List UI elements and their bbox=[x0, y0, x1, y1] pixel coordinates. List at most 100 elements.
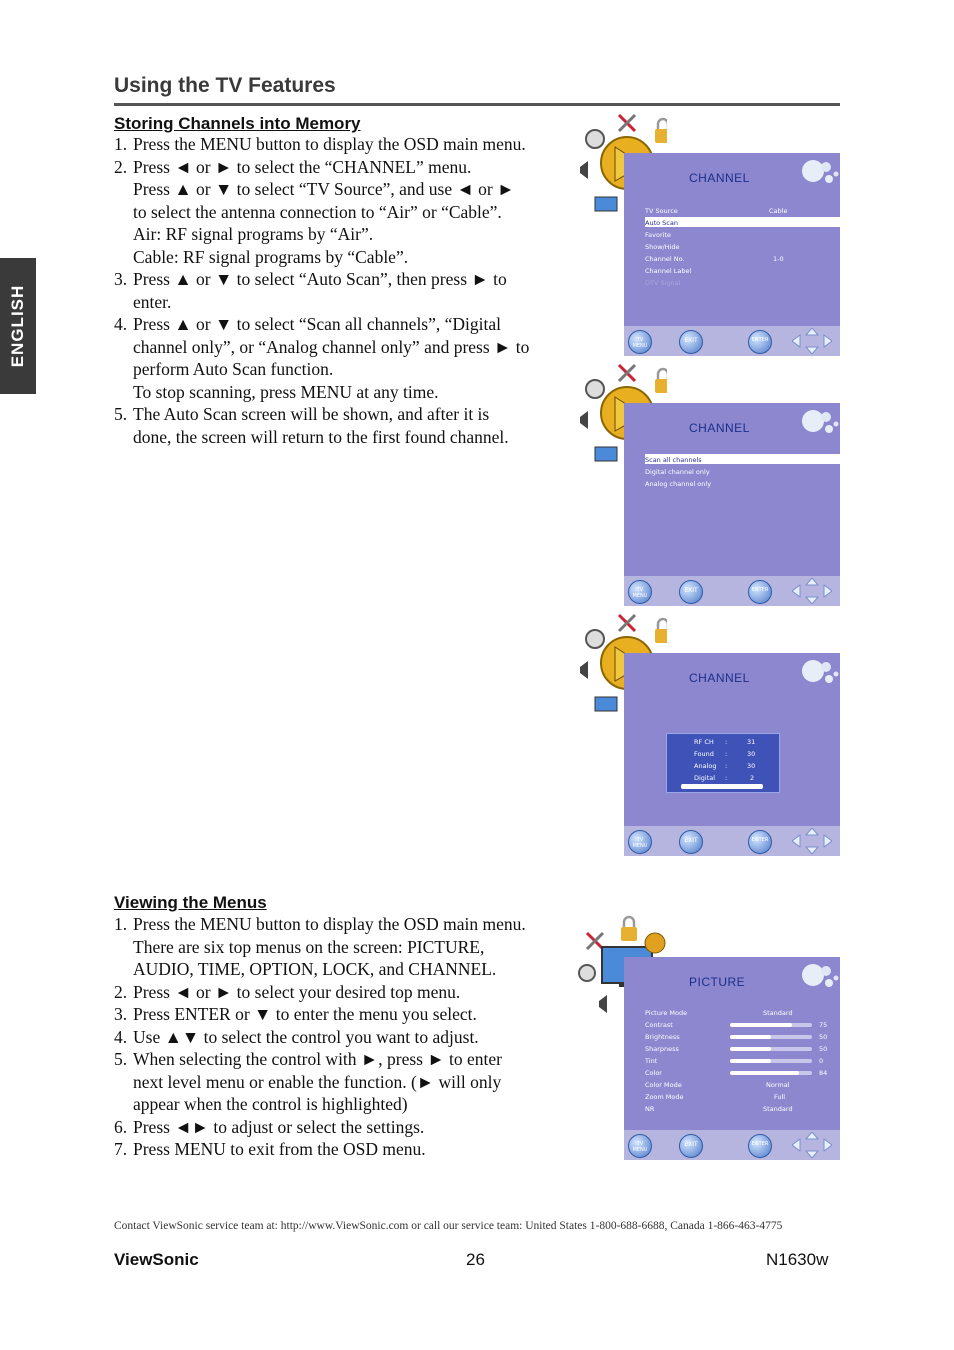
menu-item-label: Show/Hide bbox=[645, 243, 680, 251]
step-line: Press ▲ or ▼ to select “Auto Scan”, then… bbox=[133, 269, 507, 289]
footer-model: N1630w bbox=[766, 1250, 829, 1269]
tools-icon bbox=[585, 931, 605, 951]
storing-channels-steps: 1.Press the MENU button to display the O… bbox=[114, 133, 574, 448]
bubbles-icon bbox=[799, 407, 839, 437]
picture-setting-label: Zoom Mode bbox=[645, 1093, 684, 1101]
clock-icon bbox=[585, 129, 605, 149]
step-line: There are six top menus on the screen: P… bbox=[133, 936, 485, 957]
step-item: 3.Press ENTER or ▼ to enter the menu you… bbox=[114, 1003, 574, 1026]
step-line: Press MENU to exit from the OSD menu. bbox=[133, 1139, 426, 1159]
step-item: 6.Press ◄► to adjust or select the setti… bbox=[114, 1116, 574, 1139]
exit-button-icon: EXIT bbox=[679, 830, 703, 854]
step-line: When selecting the control with ►, press… bbox=[133, 1049, 502, 1069]
exit-button-label: EXIT bbox=[684, 587, 698, 594]
step-line: Cable: RF signal programs by “Cable”. bbox=[133, 246, 409, 267]
step-line: Press ◄► to adjust or select the setting… bbox=[133, 1116, 425, 1137]
scan-stat-value: 30 bbox=[747, 762, 756, 770]
exit-button-icon: EXIT bbox=[679, 1134, 703, 1158]
step-number: 2. bbox=[114, 156, 128, 177]
speaker-icon bbox=[580, 661, 588, 679]
clock-icon bbox=[578, 964, 596, 982]
menu-item-label: Channel No. bbox=[645, 255, 685, 263]
scan-stat-value: 30 bbox=[747, 750, 756, 758]
scan-stat-colon: : bbox=[725, 750, 728, 758]
tv-menu-button-icon: TV MENU bbox=[628, 330, 652, 354]
menu-item-value: Cable bbox=[769, 207, 788, 215]
step-line: AUDIO, TIME, OPTION, LOCK, and CHANNEL. bbox=[133, 959, 497, 979]
picture-setting-label: Brightness bbox=[645, 1033, 680, 1041]
lock-icon bbox=[621, 915, 637, 941]
osd-menu-title: PICTURE bbox=[689, 975, 746, 989]
step-item: 4.Press ▲ or ▼ to select “Scan all chann… bbox=[114, 313, 574, 403]
step-line: To stop scanning, press MENU at any time… bbox=[133, 381, 439, 402]
direction-pad-icon bbox=[791, 577, 833, 605]
setting-slider-fill bbox=[730, 1071, 799, 1075]
setting-value: 50 bbox=[819, 1045, 828, 1053]
exit-button-label: EXIT bbox=[684, 1141, 698, 1148]
step-number: 6. bbox=[114, 1116, 128, 1137]
scan-progress-bar bbox=[681, 784, 763, 789]
step-text: Press ENTER or ▼ to enter the menu you s… bbox=[133, 1003, 574, 1026]
step-item: 2.Press ◄ or ► to select the “CHANNEL” m… bbox=[114, 156, 574, 269]
scan-stat-value: 2 bbox=[750, 774, 755, 782]
setting-value: Full bbox=[774, 1093, 786, 1101]
section-heading-viewing-menus: Viewing the Menus bbox=[114, 893, 267, 912]
scan-stat-label: Found bbox=[694, 750, 714, 758]
menu-item-label: TV Source bbox=[645, 207, 678, 215]
picture-setting-label: NR bbox=[645, 1105, 655, 1113]
step-number: 1. bbox=[114, 134, 128, 154]
monitor-icon bbox=[594, 196, 618, 212]
step-line: Press ▲ or ▼ to select “TV Source”, and … bbox=[133, 179, 515, 199]
step-item: 2.Press ◄ or ► to select your desired to… bbox=[114, 981, 574, 1004]
step-text: Press the MENU button to display the OSD… bbox=[133, 133, 574, 156]
picture-setting-label: Sharpness bbox=[645, 1045, 679, 1053]
setting-slider-track bbox=[730, 1071, 812, 1075]
step-item: 4.Use ▲▼ to select the control you want … bbox=[114, 1026, 574, 1049]
language-tab: ENGLISH bbox=[0, 258, 36, 394]
setting-value: Normal bbox=[766, 1081, 790, 1089]
setting-slider-track bbox=[730, 1059, 812, 1063]
step-item: 5.When selecting the control with ►, pre… bbox=[114, 1048, 574, 1116]
setting-value: 75 bbox=[819, 1021, 828, 1029]
lock-icon bbox=[655, 367, 667, 393]
tv-menu-button-label: TV MENU bbox=[632, 837, 648, 849]
enter-button-icon: ENTER bbox=[748, 330, 772, 354]
step-line: next level menu or enable the function. … bbox=[133, 1071, 502, 1092]
contact-note: Contact ViewSonic service team at: http:… bbox=[114, 1220, 783, 1232]
step-number: 5. bbox=[114, 404, 128, 424]
setting-slider-track bbox=[730, 1047, 812, 1051]
exit-button-icon: EXIT bbox=[679, 330, 703, 354]
setting-value: 84 bbox=[819, 1069, 828, 1077]
step-item: 5.The Auto Scan screen will be shown, an… bbox=[114, 403, 574, 448]
direction-pad-icon bbox=[791, 327, 833, 355]
picture-setting-label: Color bbox=[645, 1069, 662, 1077]
step-line: perform Auto Scan function. bbox=[133, 359, 334, 379]
step-line: Press the MENU button to display the OSD… bbox=[133, 134, 526, 154]
page-title: Using the TV Features bbox=[114, 74, 336, 97]
page-number: 26 bbox=[466, 1250, 485, 1269]
step-number: 2. bbox=[114, 981, 128, 1002]
title-rule bbox=[114, 103, 840, 106]
step-number: 5. bbox=[114, 1049, 128, 1069]
enter-button-label: ENTER bbox=[751, 1141, 769, 1147]
setting-slider-track bbox=[730, 1035, 812, 1039]
step-text: Press ◄ or ► to select your desired top … bbox=[133, 981, 574, 1004]
step-text: Press ◄► to adjust or select the setting… bbox=[133, 1116, 574, 1139]
speaker-icon bbox=[599, 995, 607, 1013]
scan-option-label: Digital channel only bbox=[645, 468, 710, 476]
step-line: appear when the control is highlighted) bbox=[133, 1094, 408, 1114]
step-text: Press the MENU button to display the OSD… bbox=[133, 913, 574, 981]
scan-stat-colon: : bbox=[725, 738, 728, 746]
setting-slider-track bbox=[730, 1023, 812, 1027]
exit-button-label: EXIT bbox=[684, 337, 698, 344]
scan-stat-label: RF CH bbox=[694, 738, 714, 746]
step-line: Press ◄ or ► to select your desired top … bbox=[133, 981, 461, 1002]
selected-row-highlight bbox=[645, 454, 840, 464]
tv-menu-button-icon: TV MENU bbox=[628, 580, 652, 604]
